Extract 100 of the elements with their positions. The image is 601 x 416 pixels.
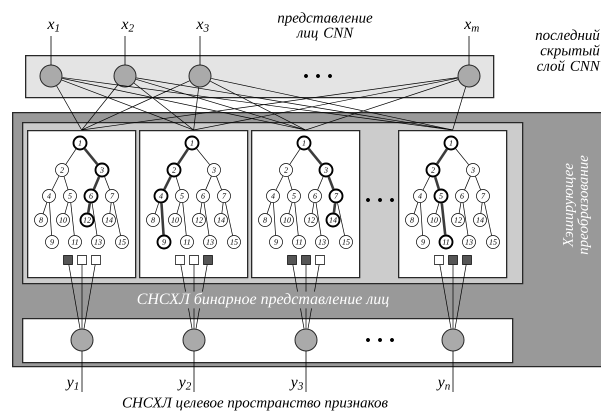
variable-label: x$_{2}$: [121, 22, 134, 32]
connector-line: [452, 264, 454, 329]
connector-line: [176, 176, 180, 190]
connector-line: [113, 202, 121, 236]
variable-label: x$_{m}$: [464, 22, 479, 32]
connector-line: [455, 148, 470, 166]
connector-line: [196, 148, 210, 166]
connector-line: [273, 202, 276, 236]
connector-line: [289, 148, 300, 165]
connector-line: [182, 202, 187, 236]
layer-caption: последний скрытый слой CNN: [536, 29, 600, 71]
connector-line: [136, 78, 306, 130]
connector-line: [454, 264, 466, 330]
connector-line: [316, 202, 322, 236]
connector-line: [436, 202, 440, 214]
variable-label: y$_{1}$: [65, 380, 78, 390]
neuron-circle: [114, 64, 136, 88]
connector-line: [204, 202, 210, 236]
bit-square: [448, 255, 458, 265]
variable-label: y$_{n}$: [436, 380, 450, 390]
connector-line: [104, 176, 110, 190]
connector-line: [276, 176, 284, 190]
bit-square: [203, 255, 213, 265]
connector-line: [464, 176, 471, 190]
variable-label: x$_{1}$: [47, 22, 59, 32]
neuron-circle: [182, 328, 206, 352]
connector-line: [56, 86, 82, 130]
connector-line: [84, 264, 96, 330]
connector-line: [64, 202, 68, 214]
connector-line: [154, 202, 159, 214]
connector-line: [92, 203, 98, 236]
bit-square: [175, 255, 185, 265]
connector-line: [61, 80, 194, 130]
bit-square: [91, 255, 101, 265]
connector-line: [434, 176, 440, 190]
bit-square: [462, 255, 472, 265]
band-caption: СНСХЛ бинарное представление лиц: [136, 292, 390, 308]
connector-line: [317, 176, 324, 190]
bit-square: [189, 255, 199, 265]
connector-line: [337, 202, 345, 236]
connector-line: [312, 202, 314, 214]
connector-line: [136, 78, 453, 130]
bit-square: [315, 255, 325, 265]
connector-line: [222, 202, 224, 214]
connector-line: [200, 202, 202, 214]
connector-line: [163, 176, 172, 190]
connector-line: [458, 202, 462, 214]
connector-line: [110, 202, 112, 214]
connector-line: [436, 148, 448, 165]
variable-label: y$_{2}$: [177, 380, 192, 390]
connector-line: [193, 87, 199, 130]
connector-line: [475, 176, 481, 190]
connector-line: [81, 84, 118, 130]
connector-line: [332, 203, 336, 213]
connector-line: [462, 202, 468, 236]
connector-line: [305, 79, 458, 130]
connector-line: [68, 264, 80, 330]
neuron-circle: [188, 64, 212, 88]
bit-square: [287, 255, 297, 265]
neuron-circle: [40, 64, 62, 88]
connector-line: [52, 176, 60, 190]
connector-line: [177, 148, 189, 165]
space-caption: СНСХЛ целевое пространство признаков: [122, 397, 388, 411]
vertical-title: Хэширующее преобразование: [563, 156, 591, 254]
connector-line: [92, 176, 100, 190]
connector-line: [216, 176, 222, 190]
neuron-circle: [294, 328, 318, 352]
connector-line: [42, 202, 48, 214]
bit-square: [77, 255, 87, 265]
connector-line: [64, 176, 68, 190]
connector-line: [288, 202, 292, 214]
neuron-circle: [442, 328, 464, 352]
connector-line: [176, 202, 180, 214]
bit-square: [301, 255, 311, 265]
connector-line: [210, 80, 306, 130]
connector-line: [288, 176, 292, 190]
connector-line: [266, 202, 272, 214]
connector-line: [420, 202, 423, 236]
connector-line: [81, 80, 190, 130]
connector-line: [86, 203, 92, 213]
layer-band: [22, 318, 514, 364]
connector-line: [65, 148, 76, 165]
connector-line: [440, 264, 452, 330]
connector-line: [134, 82, 194, 130]
connector-line: [422, 176, 430, 190]
connector-line: [308, 148, 322, 166]
bit-square: [434, 255, 444, 265]
layer-caption: представление лиц CNN: [278, 12, 372, 40]
connector-line: [160, 203, 165, 235]
connector-line: [225, 202, 233, 236]
neuron-circle: [458, 64, 480, 88]
connector-line: [84, 148, 98, 166]
connector-line: [70, 202, 75, 236]
connector-line: [414, 202, 418, 214]
connector-line: [62, 78, 306, 130]
variable-label: x$_{3}$: [196, 22, 209, 32]
connector-line: [452, 86, 466, 130]
connector-line: [480, 202, 482, 214]
connector-line: [327, 176, 335, 190]
connector-line: [294, 202, 299, 236]
